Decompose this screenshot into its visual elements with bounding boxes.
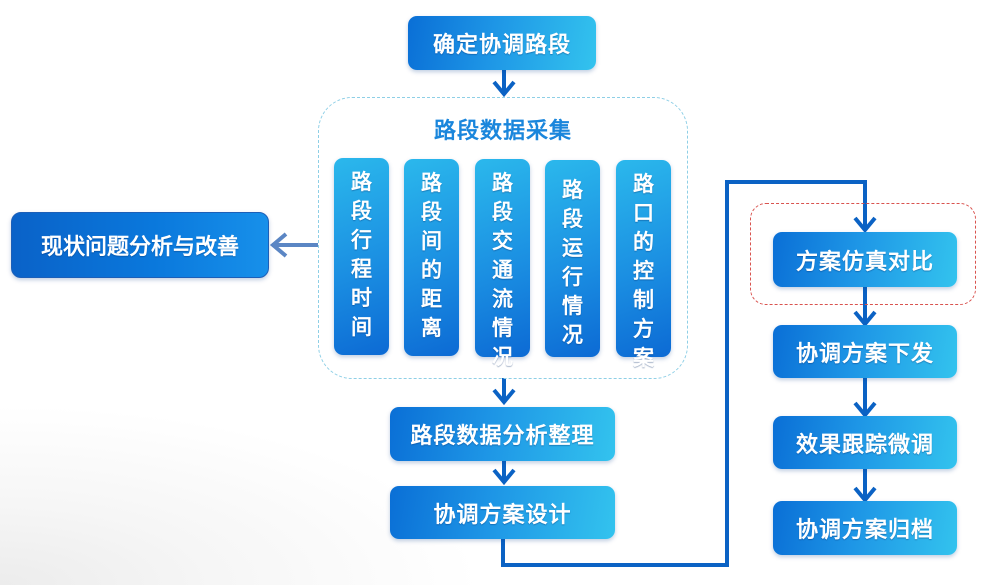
arrowhead — [492, 80, 516, 98]
highlight-box — [750, 203, 976, 305]
arrowhead — [492, 388, 516, 406]
node-label: 路段数据分析整理 — [410, 424, 595, 449]
node-current-analysis[interactable]: 现状问题分析与改善 — [11, 212, 269, 278]
collect-item-control-plan[interactable]: 路口的控制方案 — [616, 160, 671, 370]
node-label: 现状问题分析与改善 — [40, 235, 239, 260]
node-label: 路口的控制方案 — [633, 172, 654, 370]
node-label: 路段间的距离 — [421, 171, 442, 340]
arrowhead — [853, 216, 877, 234]
collect-item-operation[interactable]: 路段运行情况 — [545, 160, 600, 357]
node-label: 路段运行情况 — [562, 178, 583, 347]
node-label: 协调方案下发 — [795, 341, 934, 367]
node-label: 协调方案设计 — [433, 502, 572, 528]
collect-item-travel-time[interactable]: 路段行程时间 — [334, 158, 389, 355]
data-collection-group — [318, 97, 688, 379]
node-label: 效果跟踪微调 — [795, 432, 934, 458]
node-determine-segment[interactable]: 确定协调路段 — [408, 16, 596, 70]
arrowhead — [853, 486, 877, 504]
arrowhead — [492, 468, 516, 486]
node-effect-tracking[interactable]: 效果跟踪微调 — [773, 416, 957, 469]
collect-item-traffic-flow[interactable]: 路段交通流情况 — [475, 159, 530, 369]
connector-design-to-simulation — [501, 180, 867, 567]
node-plan-design[interactable]: 协调方案设计 — [390, 486, 615, 539]
arrowhead — [853, 310, 877, 328]
node-plan-issue[interactable]: 协调方案下发 — [773, 325, 957, 378]
collect-item-distance[interactable]: 路段间的距离 — [404, 159, 459, 356]
node-plan-archive[interactable]: 协调方案归档 — [773, 501, 957, 555]
node-label: 确定协调路段 — [432, 33, 571, 58]
node-data-analysis[interactable]: 路段数据分析整理 — [390, 407, 615, 461]
group-title: 路段数据采集 — [433, 119, 572, 144]
node-label: 路段交通流情况 — [492, 171, 513, 369]
arrowhead — [269, 232, 288, 258]
node-label: 方案仿真对比 — [795, 249, 934, 275]
node-label: 协调方案归档 — [795, 518, 934, 543]
arrowhead — [853, 401, 877, 419]
node-simulation-compare[interactable]: 方案仿真对比 — [773, 232, 957, 287]
node-label: 路段行程时间 — [351, 170, 372, 339]
